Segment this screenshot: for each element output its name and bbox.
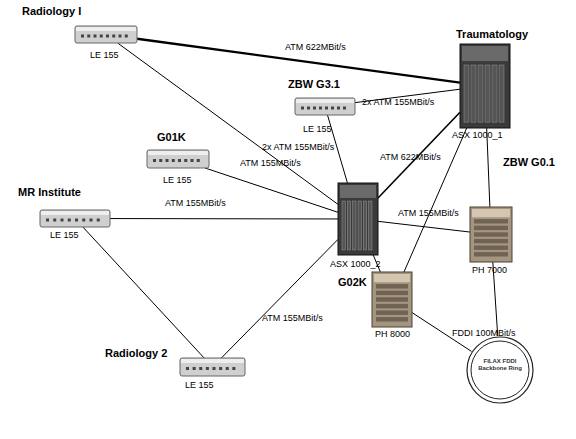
link-label: 2x ATM 155MBit/s [262,142,334,152]
asx-icon [338,183,378,255]
le-icon [147,150,209,168]
network-link [110,218,338,219]
network-link [378,112,460,198]
le-icon [75,26,137,43]
device-shape [460,44,510,128]
ph-icon [372,272,412,327]
le-icon [40,210,110,227]
network-link [404,128,467,272]
location-name: G02K [338,276,367,288]
device-shape [372,272,412,327]
device-label: LE 155 [50,230,79,240]
link-label: ATM 622MBit/s [380,152,441,162]
link-label: ATM 155MBit/s [262,313,323,323]
device-label: LE 155 [185,380,214,390]
device-label: ASX 1000_2 [330,259,381,269]
location-name: ZBW G0.1 [503,156,555,168]
link-label: ATM 155MBit/s [398,208,459,218]
link-label: ATM 622MBit/s [285,42,346,52]
ring-node: FILAX FDDI Backbone Ring [466,336,534,404]
switch-node: ASX 1000_2 [338,183,378,255]
ring-icon [467,337,533,403]
device-label: LE 155 [90,50,119,60]
location-name: Radiology I [22,5,81,17]
network-link [221,239,338,358]
device-shape [470,207,512,262]
location-name: Radiology 2 [105,347,167,359]
location-name: G01K [157,131,186,143]
device-shape [180,358,245,376]
router-node: G02KPH 8000 [372,272,412,327]
device-label: LE 155 [163,175,192,185]
location-name: Traumatology [456,28,528,40]
device-shape [295,98,355,115]
ph-icon [470,207,512,262]
asx-icon [460,44,510,128]
device-label: LE 155 [303,124,332,134]
location-name: ZBW G3.1 [288,78,340,90]
device-label: ASX 1000_1 [452,130,503,140]
device-shape [75,26,137,43]
switch-node: ZBW G3.1LE 155 [295,98,355,115]
device-shape [338,183,378,255]
device-label: FILAX FDDI Backbone Ring [476,358,524,372]
network-link [118,43,338,204]
device-shape [40,210,110,227]
switch-node: G01KLE 155 [147,150,209,168]
link-label: 2x ATM 155MBit/s [362,97,434,107]
router-node: ZBW G0.1PH 7000 [470,207,512,262]
network-link [83,227,204,358]
link-label: FDDI 100MBit/s [452,328,516,338]
device-label: PH 7000 [472,265,507,275]
device-label: PH 8000 [375,329,410,339]
location-name: MR Institute [18,186,81,198]
network-link [137,39,460,83]
link-label: ATM 155MBit/s [165,198,226,208]
le-icon [295,98,355,115]
device-shape [147,150,209,168]
switch-node: Radiology 2LE 155 [180,358,245,376]
link-label: ATM 155MBit/s [240,158,301,168]
switch-node: MR InstituteLE 155 [40,210,110,227]
switch-node: TraumatologyASX 1000_1 [460,44,510,128]
le-icon [180,358,245,376]
switch-node: Radiology ILE 155 [75,26,137,43]
